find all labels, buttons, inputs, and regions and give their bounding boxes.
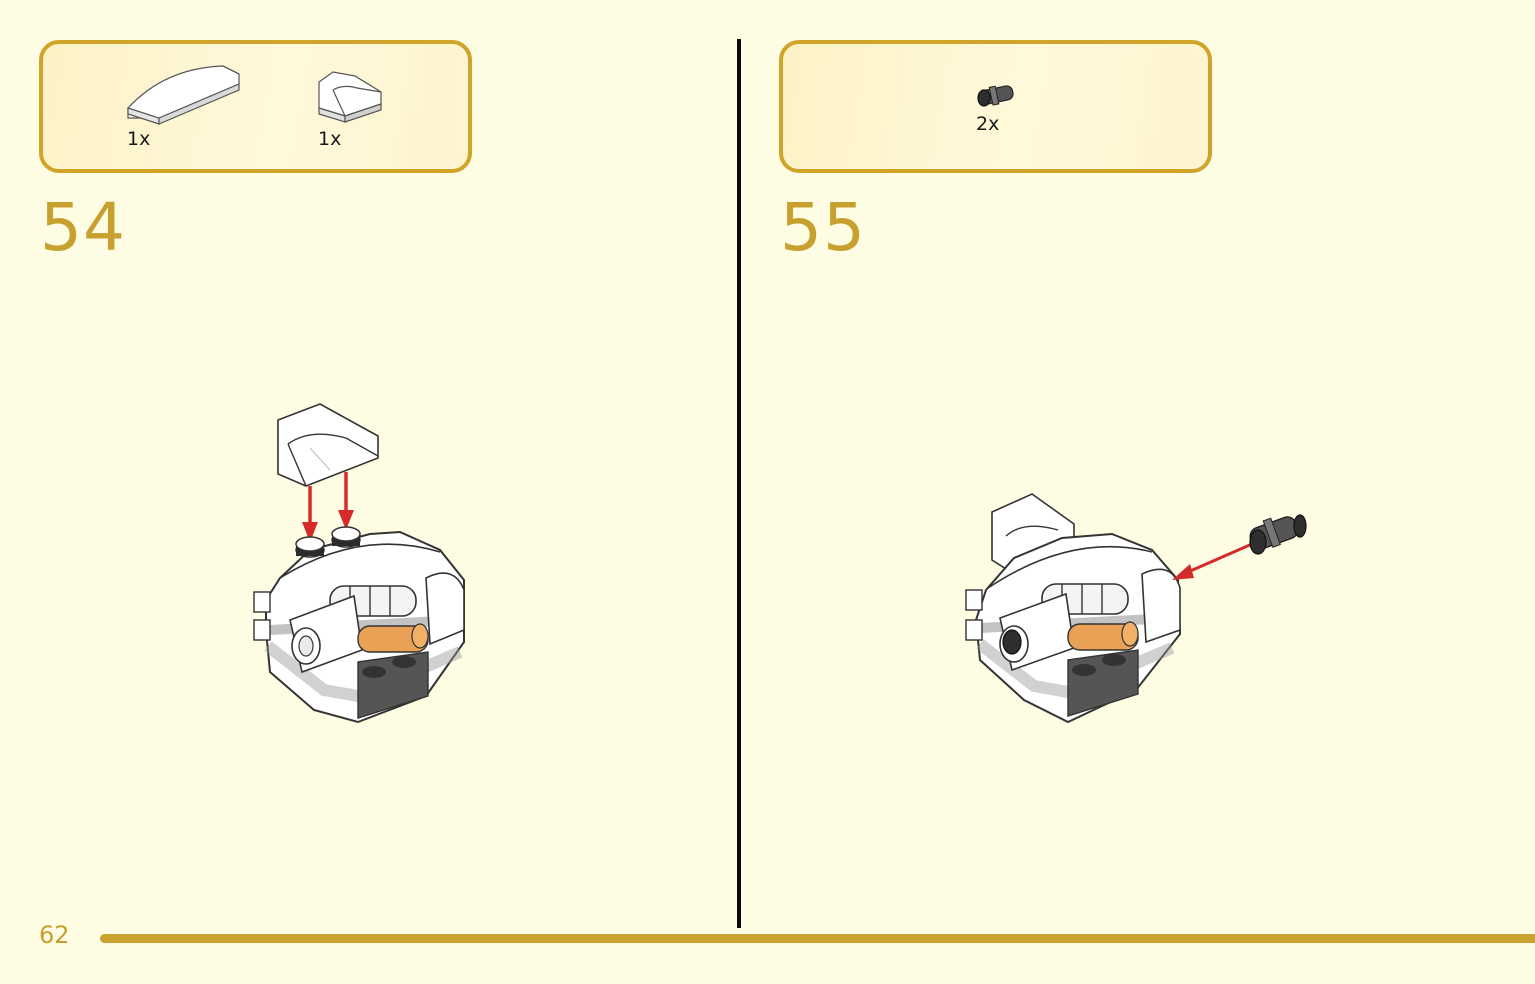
slope-brick-piece bbox=[277, 403, 379, 487]
assembly-body bbox=[965, 493, 1182, 724]
technic-pin-piece bbox=[1249, 514, 1307, 555]
parts-box-step-55 bbox=[779, 40, 1212, 173]
part-quantity: 2x bbox=[976, 113, 1000, 135]
page-number: 62 bbox=[39, 921, 70, 949]
step-number: 55 bbox=[780, 189, 866, 266]
part-quantity: 1x bbox=[127, 128, 151, 150]
footer-bar bbox=[100, 934, 1535, 943]
step-54-assembly-illustration bbox=[253, 403, 465, 724]
slope-brick-part-icon bbox=[318, 71, 382, 123]
assembly-body bbox=[253, 526, 465, 724]
step-number: 54 bbox=[40, 189, 126, 266]
step-55-assembly-illustration bbox=[965, 493, 1307, 724]
arrow-left-icon bbox=[1172, 542, 1253, 580]
page-divider bbox=[737, 39, 741, 928]
parts-box-step-54 bbox=[39, 40, 472, 173]
technic-pin-part-icon bbox=[977, 85, 1014, 107]
arrow-down-icon bbox=[302, 472, 354, 542]
curved-slope-part-icon bbox=[127, 65, 240, 125]
part-quantity: 1x bbox=[318, 128, 342, 150]
